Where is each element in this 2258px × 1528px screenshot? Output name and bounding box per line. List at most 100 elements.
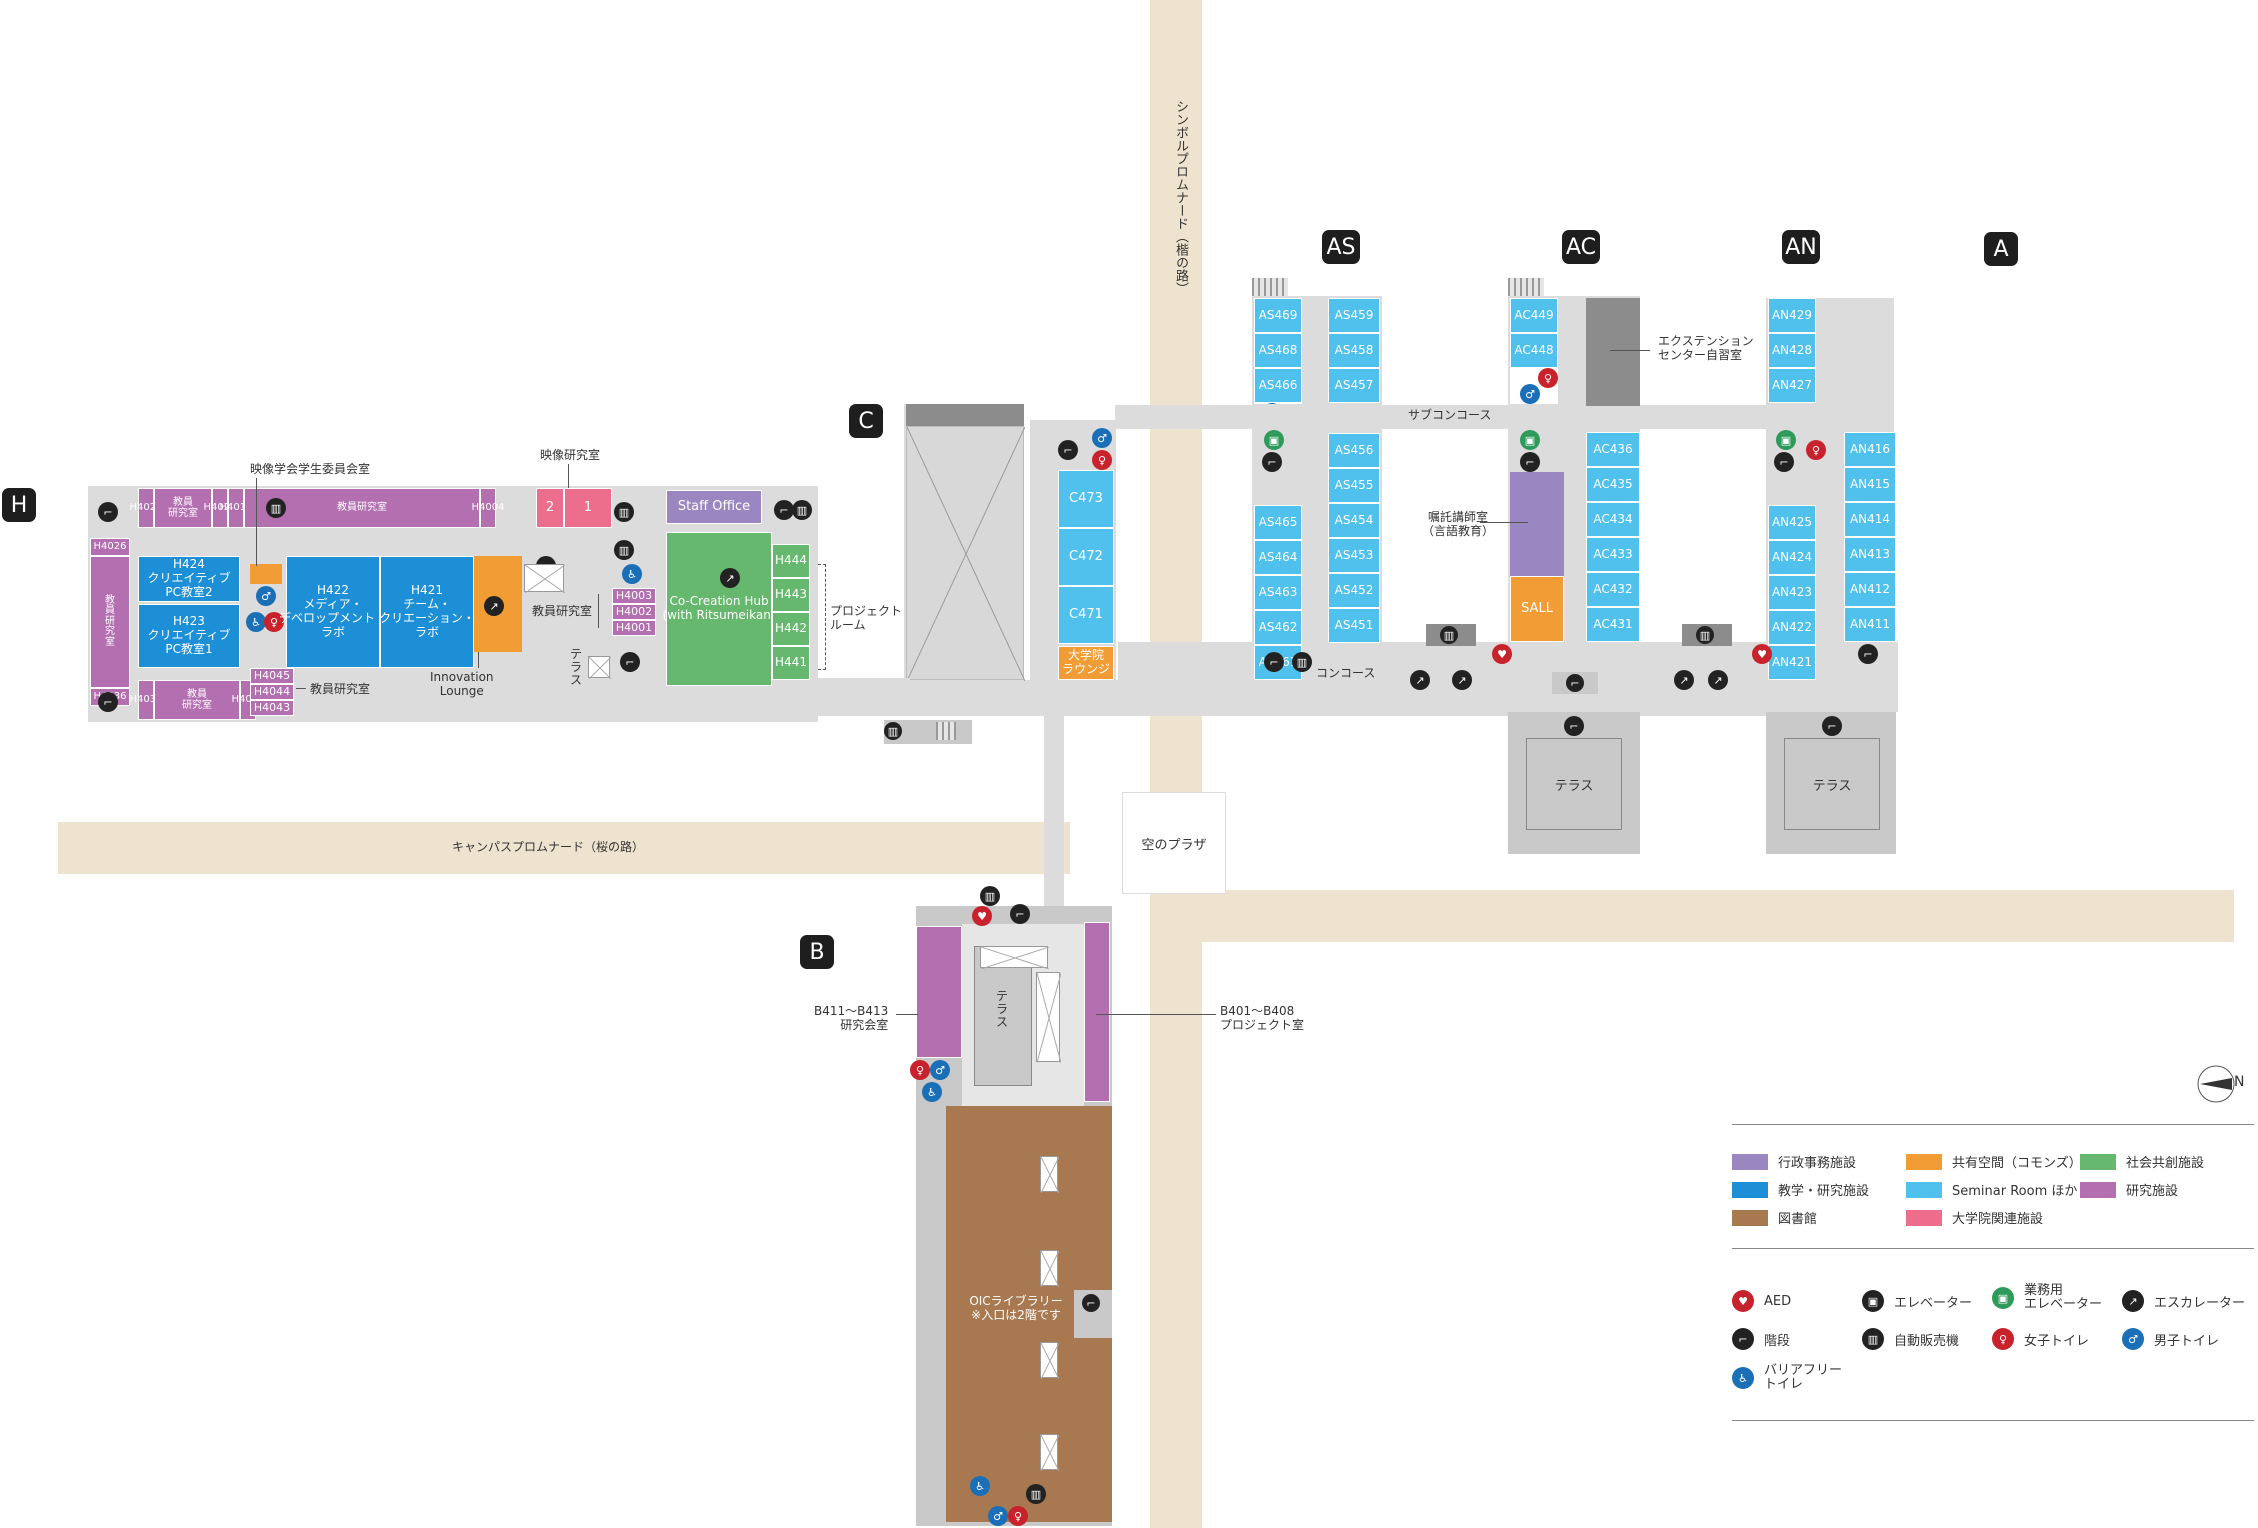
room-label: AS453 (1334, 547, 1374, 562)
room-label: AS458 (1334, 342, 1374, 357)
building-h-badge: H (2, 488, 36, 522)
barrier-free-toilet-icon: ♿ (246, 612, 266, 632)
admin-swatch (1732, 1153, 1768, 1170)
eizo-lab-label: 映像研究室 (540, 448, 601, 462)
room: AS456 (1328, 433, 1380, 468)
room: H4020 (204, 488, 236, 528)
service-elevator-icon: ▣ (1992, 1287, 2014, 1310)
h421-label: H421 チーム・ クリエーション・ ラボ (379, 583, 475, 639)
escalator-icon: ↗ (1708, 670, 1728, 690)
library-label: OICライブラリー ※入口は2階です (969, 1294, 1063, 1323)
legend-edu: 教学・研究施設 (1732, 1180, 1869, 1199)
room-label: H4020 (203, 502, 237, 514)
library-void-3 (1040, 1342, 1059, 1379)
stairs-icon: ⌐ (1520, 452, 1540, 472)
aed-icon: ♥ (972, 906, 992, 926)
h423-label: H423 クリエイティブ PC教室1 (147, 614, 231, 656)
legend-top-rule (1732, 1124, 2254, 1125)
building-ac-badge: AC (1562, 230, 1600, 264)
legend-escalator: ↗エスカレーター (2122, 1290, 2245, 1312)
legend-aed: ♥AED (1732, 1290, 1791, 1312)
legend-common-label: 共有空間（コモンズ） (1952, 1156, 2082, 1171)
room: AN429 (1768, 298, 1816, 333)
h-c-link (806, 678, 910, 708)
room: AS458 (1328, 333, 1380, 368)
room: H4003 (612, 588, 656, 604)
social-swatch (2080, 1153, 2116, 1170)
vending-icon: ▥ (1440, 626, 1458, 644)
vending-icon: ▥ (614, 502, 634, 522)
eizo-lab-2-label: 2 (545, 499, 555, 515)
room-label: H4001 (615, 620, 653, 634)
stairs-icon: ⌐ (1010, 904, 1030, 924)
escalator-icon: ↗ (1674, 670, 1694, 690)
legend-research-label: 研究施設 (2126, 1184, 2179, 1199)
stairs-icon: ⌐ (1564, 716, 1584, 736)
concourse-label: コンコース (1316, 666, 1376, 680)
room: AC435 (1586, 467, 1640, 502)
room-label: H4044 (253, 684, 291, 698)
b411-label: B411〜B413 研究会室 (814, 1004, 889, 1033)
stairs-icon: ⌐ (98, 502, 118, 522)
room-label: AS466 (1258, 377, 1298, 392)
female-toilet-icon: ♀ (1992, 1328, 2014, 1350)
eizo-lab-2: 2 (536, 488, 564, 528)
female-toilet-icon: ♀ (1806, 440, 1826, 460)
male-toilet-icon: ♂ (2122, 1328, 2144, 1350)
barrier-free-toilet-icon: ♿ (922, 1082, 942, 1102)
female-toilet-icon: ♀ (1538, 368, 1558, 388)
vending-icon: ▥ (884, 722, 902, 740)
extension-center-room (1586, 298, 1640, 406)
room: H4004 (472, 488, 504, 528)
vending-icon: ▥ (1026, 1484, 1046, 1504)
room-label: AN421 (1771, 654, 1813, 669)
room-label: AS451 (1334, 617, 1374, 632)
grad-lounge: 大学院 ラウンジ (1058, 646, 1114, 680)
legend-stairs-label: 階段 (1764, 1333, 1791, 1349)
room-label: AN412 (1849, 581, 1891, 596)
room: H4001 (612, 620, 656, 636)
room-label: H4003 (615, 588, 653, 602)
room-label: H4037 (129, 694, 163, 706)
room-label: H4004 (471, 502, 505, 514)
male-toilet-icon: ♂ (256, 586, 276, 606)
stairs-icon: ⌐ (1058, 440, 1078, 460)
room: AN428 (1768, 333, 1816, 368)
room: H4019 (220, 488, 252, 528)
room: AS453 (1328, 538, 1380, 573)
innovation-leader (478, 652, 479, 668)
c-south-stairs (936, 722, 956, 740)
male-toilet-icon: ♂ (988, 1506, 1008, 1526)
room-label: AN413 (1849, 546, 1891, 561)
h-terrace-box (588, 656, 611, 679)
female-toilet-icon: ♀ (1092, 450, 1112, 470)
cocreation-label: Co-Creation Hub (with Ritsumeikan) (662, 594, 776, 622)
room: AS455 (1328, 468, 1380, 503)
room-label: AS452 (1334, 582, 1374, 597)
room: AN424 (1768, 540, 1816, 575)
h422-room: H422 メディア・ デベロップメント・ ラボ (279, 556, 387, 668)
stairs-icon: ⌐ (1822, 716, 1842, 736)
room-label: AC433 (1593, 546, 1633, 561)
room: AN416 (1844, 432, 1896, 467)
grad-swatch (1906, 1209, 1942, 1226)
room: C472 (1058, 528, 1114, 586)
stairs-icon: ⌐ (1566, 674, 1584, 692)
elevator-icon: ▣ (1862, 1290, 1884, 1312)
room-label: H4042 (231, 694, 265, 706)
room: AS466 (1254, 368, 1302, 403)
room-label: AC449 (1514, 307, 1554, 322)
male-toilet-icon: ♂ (1092, 428, 1112, 448)
legend-library-label: 図書館 (1778, 1212, 1818, 1227)
room: AS468 (1254, 333, 1302, 368)
room-label: AN427 (1771, 377, 1813, 392)
barrier-free-toilet-icon: ♿ (622, 564, 642, 584)
room-label: AC436 (1593, 441, 1633, 456)
building-as-label: AS (1326, 234, 1356, 260)
room-label: AN414 (1849, 511, 1891, 526)
room-label: AS469 (1258, 307, 1298, 322)
h424-label: H424 クリエイティブ PC教室2 (147, 557, 231, 599)
room: AN415 (1844, 467, 1896, 502)
student-committee-label: 映像学会学生委員会室 (250, 462, 371, 476)
compass-icon (2197, 1065, 2235, 1103)
